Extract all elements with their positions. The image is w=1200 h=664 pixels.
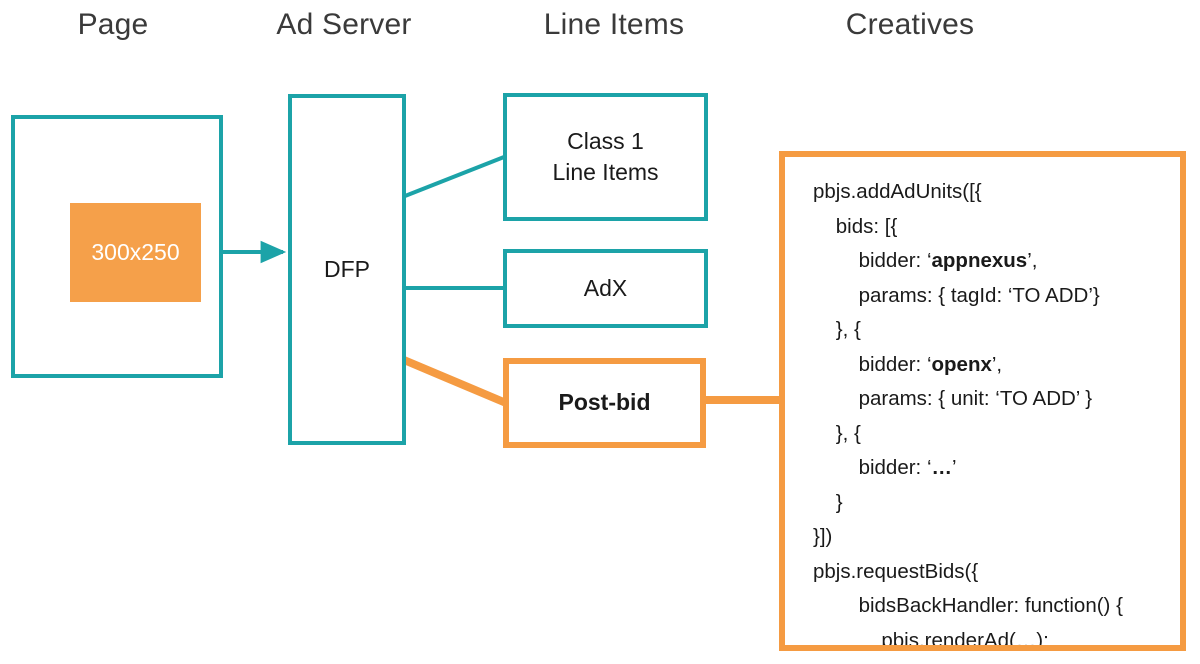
line-item-class1-label-line1: Class 1: [567, 127, 644, 154]
code-line: pbjs.renderAd(…);: [813, 628, 1049, 651]
code-line: }, {: [813, 318, 861, 341]
line-item-class1-label: Class 1 Line Items: [552, 126, 658, 188]
line-item-postbid-label: Post-bid: [558, 389, 651, 416]
creative-code-panel[interactable]: pbjs.addAdUnits([{ bids: [{ bidder: ‘app…: [779, 151, 1186, 651]
ad-slot-300x250[interactable]: 300x250: [70, 203, 201, 302]
line-item-postbid-box[interactable]: Post-bid: [503, 358, 706, 448]
creative-code-text: pbjs.addAdUnits([{ bids: [{ bidder: ‘app…: [813, 175, 1176, 651]
ad-slot-label: 300x250: [91, 239, 180, 265]
code-line: bidder: ‘…’: [813, 456, 957, 479]
connector-dfp-to-postbid: [402, 356, 508, 407]
connector-dfp-to-class1: [404, 155, 505, 198]
column-header-creatives: Creatives: [845, 8, 975, 41]
code-emphasis: appnexus: [931, 249, 1028, 272]
code-line: pbjs.addAdUnits([{: [813, 180, 982, 203]
code-line: bids: [{: [813, 214, 898, 238]
ad-server-dfp-label: DFP: [324, 255, 370, 282]
ad-server-dfp-box[interactable]: DFP: [288, 94, 406, 445]
code-line: bidder: ‘appnexus’,: [813, 249, 1038, 272]
column-header-ad-server: Ad Server: [276, 8, 412, 41]
code-emphasis: …: [931, 456, 953, 479]
column-header-page: Page: [77, 8, 149, 41]
code-line: }: [813, 490, 843, 514]
column-header-line-items: Line Items: [543, 8, 685, 41]
line-item-class1-box[interactable]: Class 1 Line Items: [503, 93, 708, 221]
line-item-class1-label-line2: Line Items: [552, 159, 659, 185]
code-line: }, {: [813, 421, 861, 445]
code-line: params: { unit: ‘TO ADD’ }: [813, 387, 1093, 410]
code-line: params: { tagId: ‘TO ADD’}: [813, 283, 1100, 307]
code-emphasis: openx: [931, 352, 992, 376]
code-line: bidder: ‘openx’,: [813, 352, 1003, 376]
code-line: pbjs.requestBids({: [813, 559, 979, 583]
code-line: bidsBackHandler: function() {: [813, 594, 1123, 617]
line-item-adx-label: AdX: [583, 274, 628, 301]
line-item-adx-box[interactable]: AdX: [503, 249, 708, 328]
code-line: }]): [813, 525, 833, 548]
